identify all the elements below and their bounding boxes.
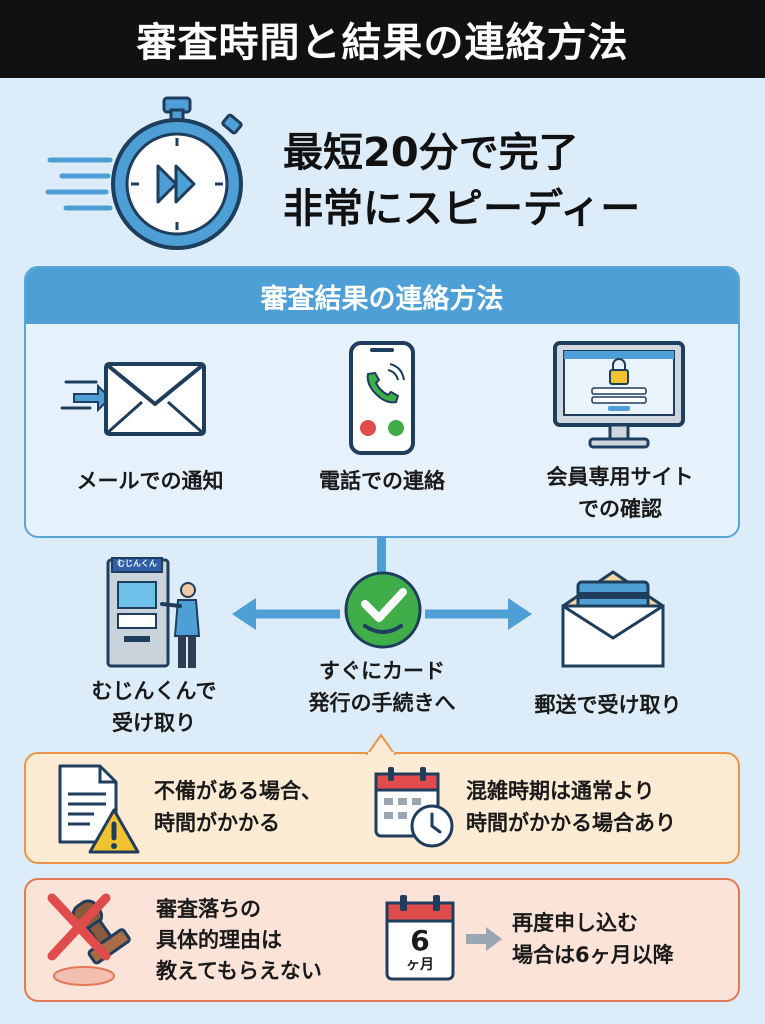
monitor-lock-icon — [553, 341, 685, 449]
note-reapply-1: 再度申し込む — [512, 911, 638, 935]
flow-center-label-1: すぐにカード — [319, 659, 445, 683]
note-reason-1: 審査落ちの — [156, 897, 261, 921]
method-label-member-site-1: 会員専用サイト — [546, 465, 694, 489]
note-reason-3: 教えてもらえない — [156, 959, 322, 983]
flow-center-label-2: 発行の手続きへ — [308, 691, 456, 715]
method-label-email: メールでの通知 — [76, 469, 224, 493]
note-rejection-box — [24, 878, 740, 1002]
note-reason-2: 具体的理由は — [156, 928, 282, 952]
hero-subheadline: 非常にスピーディー — [283, 186, 641, 232]
right-arrow-icon — [466, 927, 502, 951]
flow-arrows — [232, 536, 532, 630]
check-smile-icon — [344, 571, 422, 649]
speech-pointer — [365, 733, 397, 755]
flow-left-label-2: 受け取り — [112, 711, 196, 735]
smartphone-icon — [349, 341, 415, 455]
note-incomplete-2: 時間がかかる — [154, 811, 280, 835]
stopwatch-icon — [45, 96, 243, 250]
note-incomplete-1: 不備がある場合、 — [154, 779, 322, 803]
panel-title: 審査結果の連絡方法 — [26, 268, 738, 324]
page-header: 審査時間と結果の連絡方法 — [0, 0, 765, 78]
note-busy-1: 混雑時期は通常より — [466, 779, 655, 803]
rejected-stamp-icon — [47, 893, 131, 986]
atm-sign: むじんくん — [117, 559, 157, 568]
calendar-number: 6 — [410, 924, 430, 957]
note-busy-2: 時間がかかる場合あり — [466, 811, 676, 835]
envelope-icon — [60, 362, 206, 436]
flow-left-label-1: むじんくんで — [91, 679, 217, 703]
method-label-phone: 電話での連絡 — [319, 469, 445, 493]
page-title: 審査時間と結果の連絡方法 — [136, 20, 629, 66]
document-warning-icon — [58, 764, 140, 854]
hero-headline: 最短20分で完了 — [283, 130, 579, 176]
flow-right-label: 郵送で受け取り — [534, 693, 682, 717]
calendar-icon — [385, 895, 455, 981]
atm-machine-icon — [106, 557, 201, 668]
mail-card-icon — [561, 570, 665, 668]
calendar-unit: ヶ月 — [406, 957, 434, 973]
note-reapply-2: 場合は6ヶ月以降 — [512, 943, 674, 967]
method-label-member-site-2: での確認 — [578, 497, 662, 521]
calendar-clock-icon — [374, 767, 454, 848]
